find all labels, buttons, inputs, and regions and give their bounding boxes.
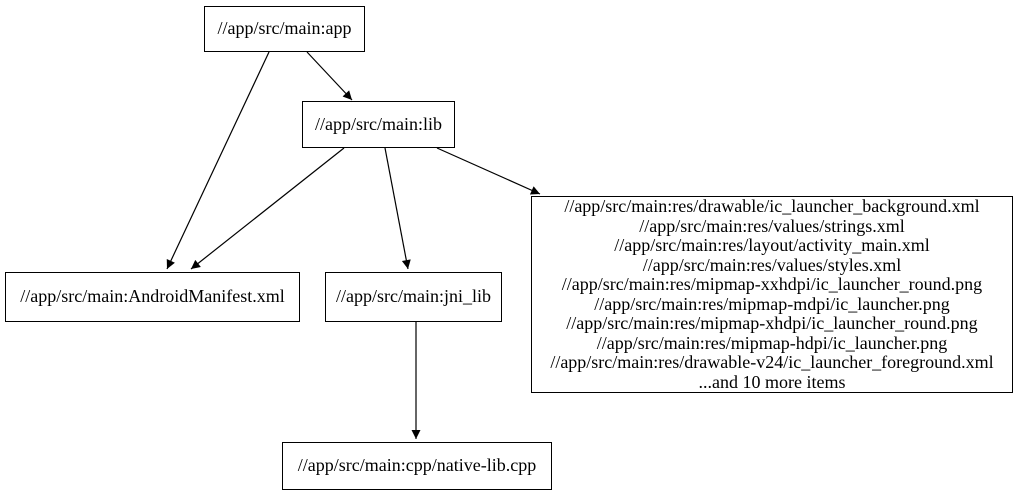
node-app: //app/src/main:app [204, 6, 365, 52]
node-res-group: //app/src/main:res/drawable/ic_launcher_… [531, 196, 1013, 393]
node-lib: //app/src/main:lib [302, 101, 455, 148]
node-android-manifest: //app/src/main:AndroidManifest.xml [5, 272, 300, 322]
edge-lib-to-res-group [436, 147, 541, 195]
edge-lib-to-jni-lib [384, 147, 411, 270]
edge-lib-to-manifest [190, 147, 345, 270]
edge-app-to-manifest [166, 51, 270, 270]
node-jni-lib: //app/src/main:jni_lib [325, 272, 502, 322]
node-native-cpp: //app/src/main:cpp/native-lib.cpp [282, 442, 552, 490]
edge-app-to-lib [306, 51, 353, 101]
